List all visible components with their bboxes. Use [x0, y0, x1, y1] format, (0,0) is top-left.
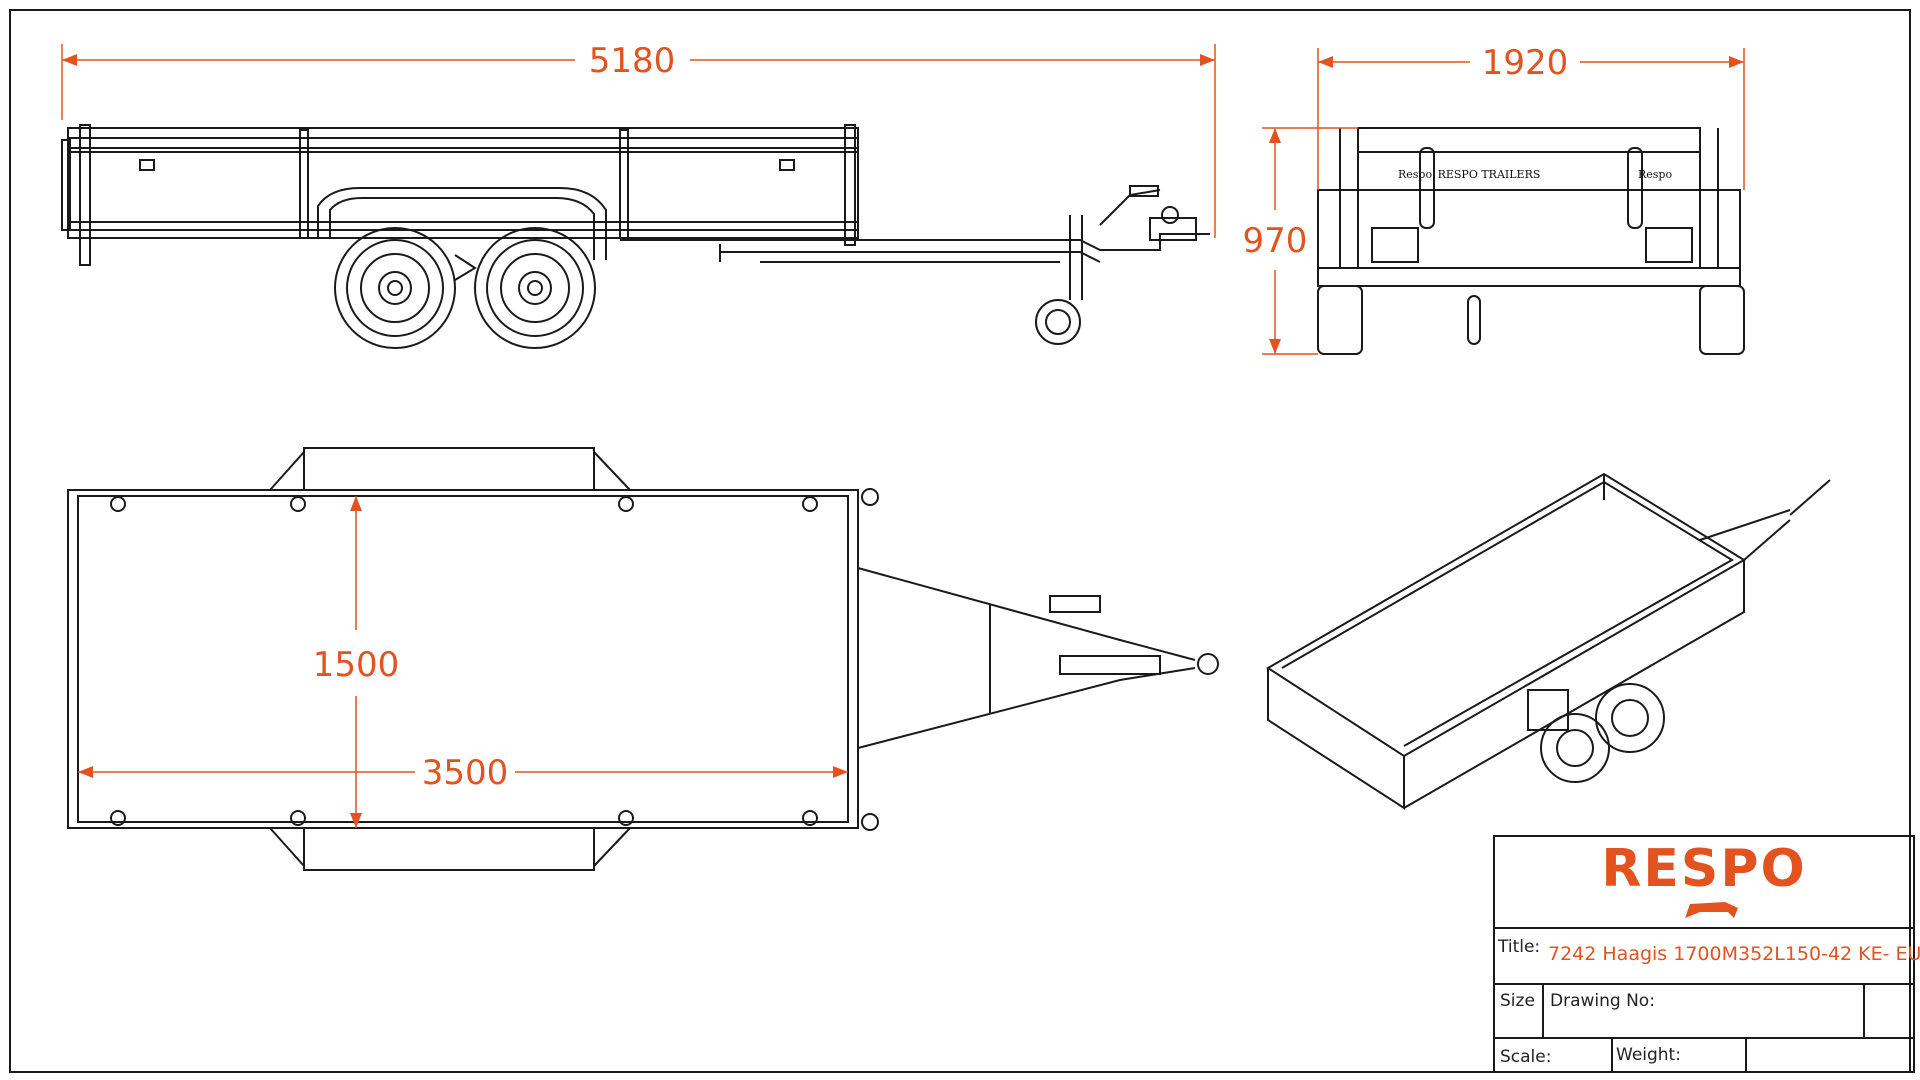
- dim-overall-length: 5180: [589, 41, 676, 81]
- top-view: [67, 447, 1219, 871]
- bull-logo-icon: [1685, 902, 1738, 918]
- sheet-border: [9, 9, 1911, 1073]
- rear-plate-center: RESPO TRAILERS: [1438, 168, 1541, 181]
- side-view: [61, 124, 1210, 349]
- dim-box-width: 1500: [313, 645, 400, 685]
- rear-view: [1317, 127, 1745, 355]
- scale-label: Scale:: [1500, 1047, 1551, 1067]
- title-block: [1493, 835, 1915, 1073]
- dim-box-length: 3500: [422, 753, 509, 793]
- title-value: 7242 Haagis 1700M352L150-42 KE- EU1-: [1548, 943, 1920, 965]
- drawing-no-label: Drawing No:: [1550, 991, 1655, 1011]
- dim-height: 970: [1243, 221, 1308, 261]
- rear-plate-right: Respo: [1638, 168, 1672, 181]
- rear-plate-left: Respo: [1398, 168, 1432, 181]
- size-label: Size: [1500, 991, 1535, 1011]
- title-label: Title:: [1497, 937, 1540, 957]
- isometric-view: [1266, 472, 1831, 810]
- dim-overall-width: 1920: [1482, 43, 1569, 83]
- respo-logo: RESPO: [1601, 839, 1806, 899]
- weight-label: Weight:: [1616, 1045, 1681, 1065]
- dimension-lines: [61, 44, 1745, 828]
